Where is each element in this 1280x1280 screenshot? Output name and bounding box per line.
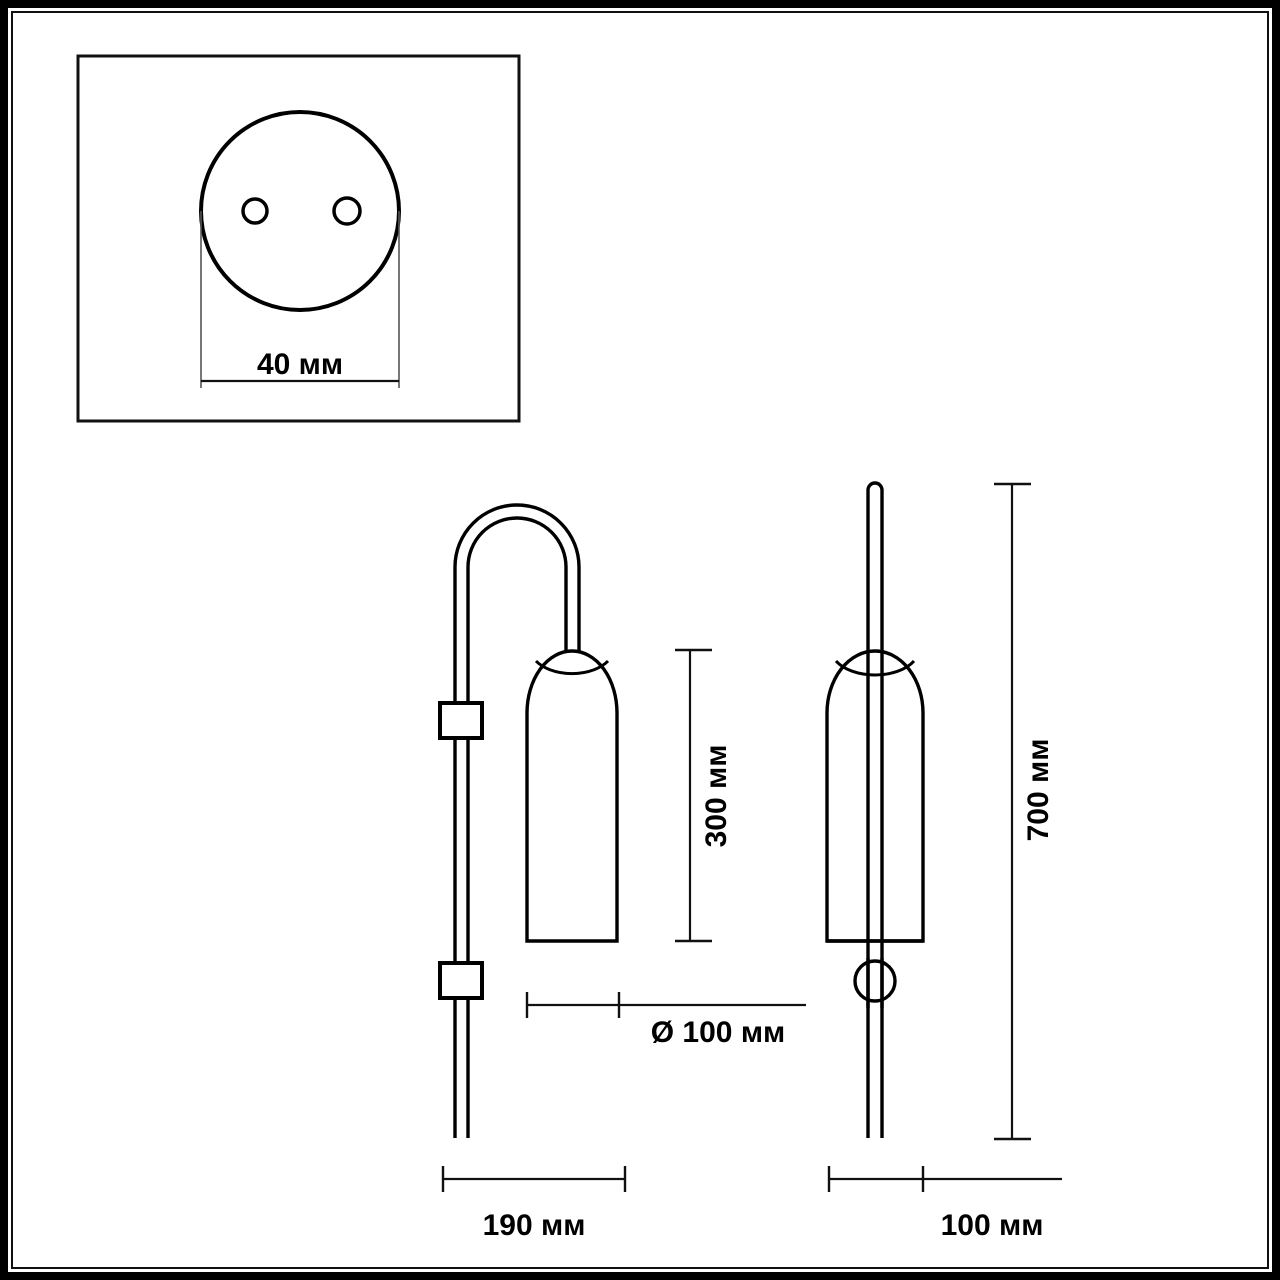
screw-hole-left: [241, 197, 269, 225]
dimension-100mm: 100 мм: [827, 1166, 1062, 1242]
shade-body: [525, 649, 619, 943]
shade-neck-arc: [534, 659, 610, 676]
dimension-label-300mm: 300 мм: [700, 745, 733, 848]
dimension-700mm: 700 мм: [994, 482, 1055, 1141]
dimension-190mm: 190 мм: [441, 1166, 627, 1242]
screw-hole-right: [332, 196, 362, 226]
dimension-300mm: 300 мм: [675, 648, 733, 943]
cable-clamp-lower: [438, 961, 484, 1000]
dimension-label-diameter-100mm: Ø 100 мм: [651, 1016, 785, 1049]
dimension-label-40mm: 40 мм: [257, 348, 343, 381]
side-shade-body: [825, 649, 925, 943]
cable-clamp-upper: [438, 701, 484, 740]
dimension-label-100mm: 100 мм: [941, 1209, 1044, 1242]
arm-inner-contour: [466, 516, 568, 1138]
mounting-plate-circle: [199, 110, 401, 312]
arm-outer-contour: [453, 503, 581, 1138]
front-view-group: 300 мм Ø 100 мм 190 мм: [438, 503, 806, 1242]
side-rod-over-clamp: [866, 958, 884, 1008]
side-rod: [866, 481, 884, 1138]
plate-dimension-40mm: 40 мм: [200, 211, 400, 388]
side-view-group: 700 мм 100 мм: [825, 481, 1062, 1242]
dimension-label-700mm: 700 мм: [1022, 739, 1055, 842]
dimension-diameter-100mm: Ø 100 мм: [525, 992, 806, 1049]
mounting-plate-detail-view: 40 мм: [76, 54, 521, 423]
dimension-label-190mm: 190 мм: [483, 1209, 586, 1242]
side-shade-neck-arc: [834, 659, 916, 677]
side-ring-clamp: [853, 959, 897, 1003]
